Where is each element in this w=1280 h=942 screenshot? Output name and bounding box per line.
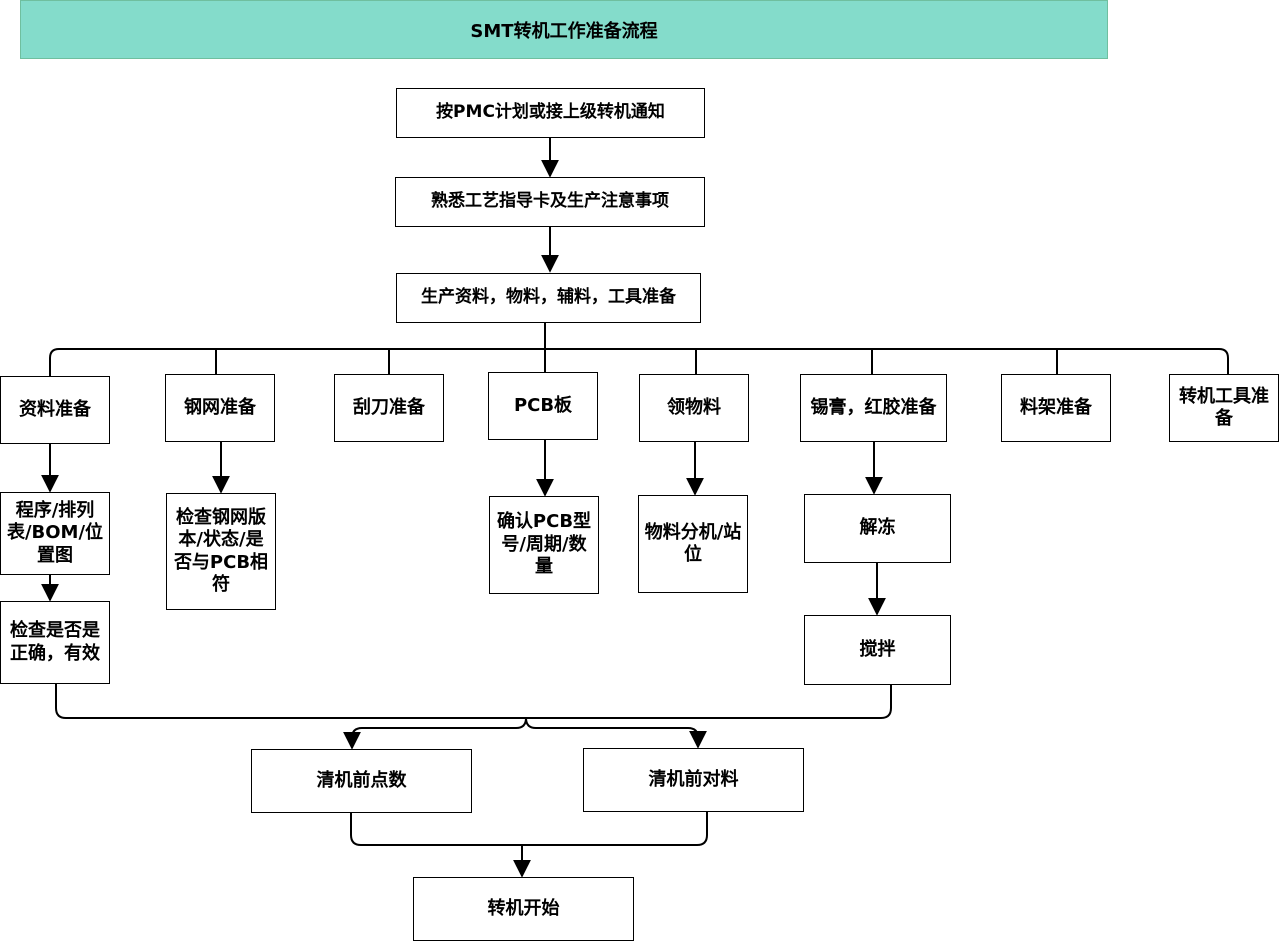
diagram-title: SMT转机工作准备流程: [20, 0, 1108, 59]
branch-changeover-tools-prep: 转机工具准备: [1169, 374, 1279, 442]
sub-stir: 搅拌: [804, 615, 951, 685]
branch-collect-materials: 领物料: [639, 374, 749, 442]
merge-bracket: [55, 684, 892, 719]
step-prepare-materials: 生产资料，物料，辅料，工具准备: [396, 273, 701, 323]
sub-check-stencil: 检查钢网版本/状态/是否与PCB相符: [166, 493, 276, 610]
step-familiarize-instructions: 熟悉工艺指导卡及生产注意事项: [395, 177, 705, 227]
split-right: [525, 717, 707, 749]
branch-solder-paste-prep: 锡膏，红胶准备: [800, 374, 947, 442]
final-count-before-clear: 清机前点数: [251, 749, 472, 813]
step-pmc-notice: 按PMC计划或接上级转机通知: [396, 88, 705, 138]
branch-bus: [49, 348, 1229, 376]
final-changeover-start: 转机开始: [413, 877, 634, 941]
branch-pcb-board: PCB板: [488, 372, 598, 440]
branch-data-prep: 资料准备: [0, 376, 110, 444]
split-left: [343, 717, 527, 750]
sub-confirm-pcb: 确认PCB型号/周期/数量: [489, 496, 599, 594]
sub-check-validity: 检查是否是正确，有效: [0, 601, 110, 684]
sub-material-stations: 物料分机/站位: [638, 495, 748, 593]
branch-stencil-prep: 钢网准备: [165, 374, 275, 442]
join-bracket: [350, 812, 708, 846]
final-verify-before-clear: 清机前对料: [583, 748, 804, 812]
branch-squeegee-prep: 刮刀准备: [334, 374, 444, 442]
sub-thaw: 解冻: [804, 494, 951, 563]
branch-feeder-rack-prep: 料架准备: [1001, 374, 1111, 442]
